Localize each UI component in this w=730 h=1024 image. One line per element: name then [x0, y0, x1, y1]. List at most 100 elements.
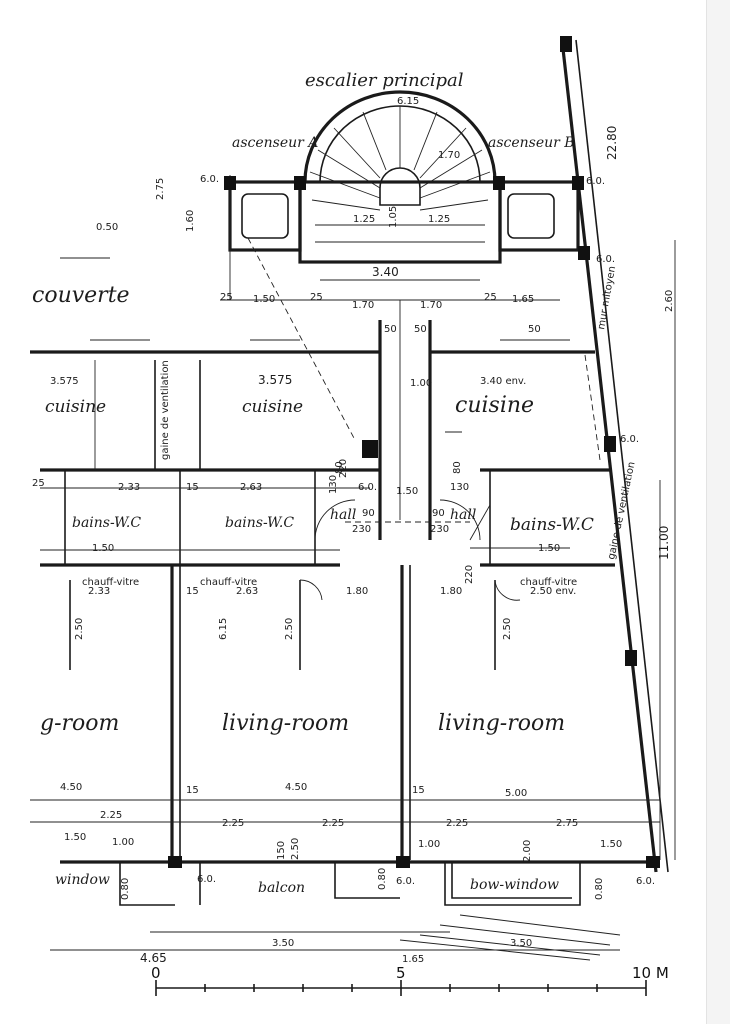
dim-text: 220 [464, 565, 475, 584]
dim-text: 11.00 [657, 526, 671, 560]
dim-text: 80 [452, 461, 463, 474]
dim-text: 6.15 [397, 96, 419, 107]
dim-text: 25 [310, 292, 323, 303]
dim-text: 3.50 [510, 938, 532, 949]
staircase-label: escalier principal [305, 70, 464, 91]
dim-text: 0.80 [120, 878, 131, 900]
dim-text: 2.50 [502, 618, 513, 640]
dim-text: 2.25 [100, 810, 122, 821]
scale-tick-5: 5 [396, 964, 406, 982]
dim-text: 2.75 [155, 178, 166, 200]
dim-text: 4.50 [285, 782, 307, 793]
elevator-a-label: ascenseur A [232, 135, 318, 151]
dimension-lines [30, 175, 676, 951]
dim-text: 15 [186, 482, 199, 493]
dim-text: 0.80 [594, 878, 605, 900]
dim-text: 2.50 env. [530, 586, 576, 597]
dim-text: 6.15 [218, 618, 229, 640]
dim-text: 1.05 [388, 206, 399, 228]
dim-text: 15 [186, 785, 199, 796]
dim-text: 4.65 [140, 951, 167, 965]
hall-left-label: hall [330, 507, 356, 523]
dim-text: 90 [432, 508, 445, 519]
dim-text: 25 [32, 478, 45, 489]
dim-text: 2.25 [446, 818, 468, 829]
dim-text: 4.50 [60, 782, 82, 793]
dim-text: 2.50 [284, 618, 295, 640]
elevator-b-label: ascenseur B [488, 135, 575, 151]
structural-pillars [168, 36, 660, 868]
dim-text: 1.50 [396, 486, 418, 497]
dim-text: 1.50 [600, 839, 622, 850]
dim-text: 15 [412, 785, 425, 796]
party-wall-label: mur mitoyen [596, 265, 618, 330]
dim-text: 1.25 [353, 214, 375, 225]
dim-text: 0.50 [96, 222, 118, 233]
kitchen-right-label: cuisine [455, 393, 534, 418]
dim-text: 220 [338, 459, 349, 478]
balcony-hatching [399, 914, 621, 961]
dim-text: 1.50 [92, 543, 114, 554]
dim-text: 1.70 [420, 300, 442, 311]
dim-text: 3.50 [272, 938, 294, 949]
dim-text: 1.00 [410, 378, 432, 389]
dim-text: 1.70 [438, 150, 460, 161]
pillar-tags: 6.0. 6.0. 6.0. 6.0. 6.0. 6.0. 6.0. 6.0. [197, 174, 655, 887]
pillar-tag: 6.0. [396, 876, 415, 887]
dim-text: 2.50 [290, 838, 301, 860]
dim-text: 1.65 [512, 294, 534, 305]
dim-text: 2.25 [222, 818, 244, 829]
dim-text: 2.00 [522, 840, 533, 862]
bow-window-label: bow-window [470, 877, 559, 893]
dim-text: 25 [220, 292, 233, 303]
dim-text: 2.75 [556, 818, 578, 829]
scale-bar: 0 5 10 M [151, 964, 669, 996]
pillar-tag: 6.0. [620, 434, 639, 445]
dim-text: 2.63 [236, 586, 258, 597]
dim-text: 3.40 env. [480, 376, 526, 387]
circulation-marks [247, 237, 601, 601]
dim-text: 80 [334, 461, 345, 474]
dim-text: 90 [362, 508, 375, 519]
dim-text: 3.40 [372, 265, 399, 279]
dim-text: 150 [276, 841, 287, 860]
dim-text: 1.50 [64, 832, 86, 843]
scale-tick-0: 0 [151, 964, 161, 982]
scan-edge-strip [706, 0, 730, 1024]
dim-text: 5.00 [505, 788, 527, 799]
dim-text: 1.65 [402, 954, 424, 965]
dim-text: 1.60 [185, 210, 196, 232]
dim-text: 3.575 [50, 376, 79, 387]
dim-text: 1.00 [418, 839, 440, 850]
dim-text: 0.80 [377, 868, 388, 890]
dim-text: 1.00 [112, 837, 134, 848]
dim-text: 1.80 [440, 586, 462, 597]
pillar-tag: 6.0. [200, 174, 219, 185]
dim-text: 1.70 [352, 300, 374, 311]
dim-text: 2.60 [664, 290, 675, 312]
living-left-label: g-room [40, 711, 119, 736]
dim-text: 50 [528, 324, 541, 335]
balcony-label: balcon [258, 880, 305, 896]
dim-text: 50 [384, 324, 397, 335]
window-left-label: window [55, 872, 110, 888]
dim-text: 1.50 [538, 543, 560, 554]
kitchen-left-label: cuisine [45, 397, 106, 417]
dim-text: 2.33 [118, 482, 140, 493]
closet-left-label: chauff-vitre [82, 577, 139, 588]
dim-text: 3.575 [258, 373, 292, 387]
elevator-b-shaft [498, 180, 580, 252]
dimension-labels: 2.75 1.60 22.80 6.15 1.70 1.25 1.05 1.25… [32, 96, 675, 965]
bath-mid-label: bains-W.C [225, 515, 294, 531]
living-mid-label: living-room [222, 711, 349, 736]
dim-text: 230 [352, 524, 371, 535]
dim-text: 130 [328, 475, 339, 494]
pillar-tag: 6.0. [636, 876, 655, 887]
dim-text: 2.33 [88, 586, 110, 597]
living-right-label: living-room [438, 711, 565, 736]
pillar-tag: 6.0. [358, 482, 377, 493]
dim-text: 2.25 [322, 818, 344, 829]
closet-right-label: chauff-vitre [520, 577, 577, 588]
pillar-tag: 6.0. [197, 874, 216, 885]
